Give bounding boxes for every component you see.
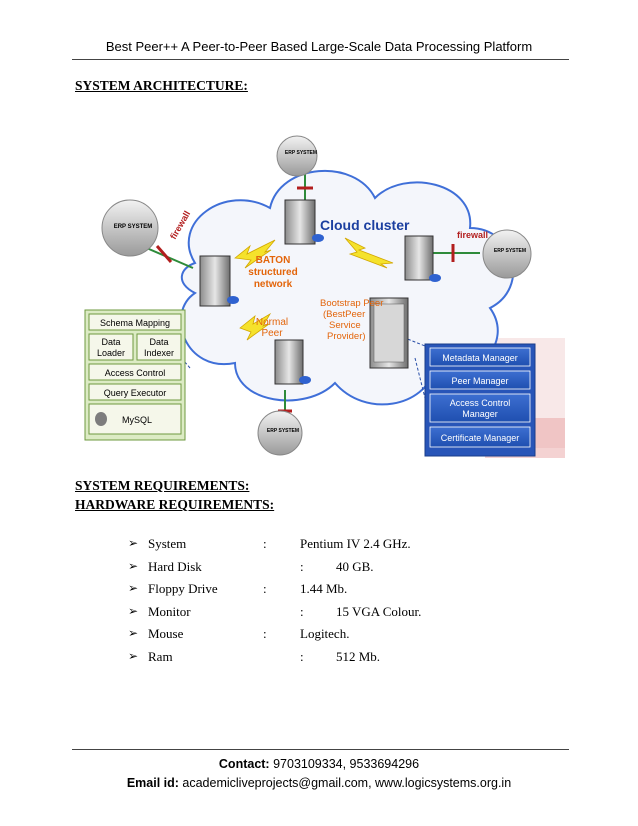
requirement-colon: : [300, 558, 304, 574]
email-value: academicliveprojects@gmail.com, www.logi… [178, 776, 512, 790]
firewall-left-bar [155, 245, 173, 263]
requirement-colon: : [263, 536, 267, 551]
contact-label: Contact: [218, 757, 270, 771]
requirement-colon: : [263, 581, 267, 597]
erp-bottom: ERP SYSTEM [257, 410, 303, 456]
contact-value: 9703109334, 9533694296 [269, 757, 420, 771]
header-rule [72, 59, 569, 60]
server-right [404, 235, 441, 282]
data-loader-label-1: Data [101, 337, 120, 347]
requirement-colon: : [300, 648, 304, 664]
lightning-right [344, 237, 394, 269]
requirement-row-mouse: ➢ Mouse : Logitech. [128, 626, 488, 649]
data-indexer-label-1: Data [149, 337, 168, 347]
svg-text:ERP SYSTEM: ERP SYSTEM [285, 150, 317, 156]
baton-label-2: structured [248, 267, 297, 278]
svg-text:ERP SYSTEM: ERP SYSTEM [114, 224, 153, 230]
requirement-value: Pentium IV 2.4 GHz. [300, 536, 411, 551]
server-left [199, 255, 239, 307]
requirements-heading: SYSTEM REQUIREMENTS: [75, 478, 250, 493]
lightning-top [234, 239, 276, 269]
bootstrap-label-1: Bootstrap Peer [320, 298, 383, 309]
requirement-name: System [148, 536, 187, 551]
erp-left: ERP SYSTEM [101, 199, 159, 257]
server-top [284, 199, 324, 245]
bootstrap-server [369, 297, 409, 369]
requirement-row-hard-disk: ➢ Hard Disk : 40 GB. [128, 559, 488, 582]
server-bottom [274, 339, 311, 385]
erp-top: ERP SYSTEM [276, 135, 318, 177]
svg-text:ERP SYSTEM: ERP SYSTEM [267, 428, 299, 434]
bootstrap-components-stack: Metadata Manager Peer Manager Access Con… [424, 343, 536, 457]
requirement-name: Mouse [148, 626, 184, 642]
arrow-bullet-icon: ➢ [128, 626, 139, 641]
schema-mapping-label: Schema Mapping [100, 318, 170, 328]
arrow-bullet-icon: ➢ [128, 648, 139, 663]
hardware-requirements-list: ➢ System : Pentium IV 2.4 GHz. ➢ Hard Di… [128, 536, 488, 672]
svg-text:ERP SYSTEM: ERP SYSTEM [494, 248, 526, 254]
requirement-row-floppy-drive: ➢ Floppy Drive : 1.44 Mb. [128, 581, 488, 604]
mysql-icon [95, 412, 107, 426]
cloud-cluster-label: Cloud cluster [320, 217, 410, 233]
data-indexer-label-2: Indexer [144, 348, 174, 358]
footer-contact: Contact: 9703109334, 9533694296 [0, 757, 638, 771]
normal-peer-label-2: Peer [261, 328, 283, 339]
access-control-manager-label-1: Access Control [450, 398, 511, 408]
architecture-heading: SYSTEM ARCHITECTURE: [75, 78, 248, 93]
hardware-heading: HARDWARE REQUIREMENTS: [75, 497, 275, 512]
requirement-row-system: ➢ System : Pentium IV 2.4 GHz. [128, 536, 488, 559]
requirement-colon: : [300, 603, 304, 619]
firewall-right-label: firewall [457, 230, 488, 240]
mysql-label: MySQL [122, 415, 152, 425]
normal-peer-label-1: Normal [256, 317, 288, 328]
data-loader-label-2: Loader [97, 348, 125, 358]
requirement-value: Logitech. [300, 626, 350, 642]
peer-components-stack: Schema Mapping Data Loader Data Indexer … [84, 309, 186, 441]
baton-label-3: network [254, 279, 293, 290]
requirement-colon: : [263, 626, 267, 642]
requirement-name: Hard Disk [148, 558, 202, 574]
requirement-name: Ram [148, 648, 173, 664]
page-header: Best Peer++ A Peer-to-Peer Based Large-S… [105, 39, 533, 54]
bootstrap-label-3: Service [329, 320, 361, 331]
lightning-bottom [239, 312, 272, 341]
access-control-label: Access Control [105, 368, 166, 378]
arrow-bullet-icon: ➢ [128, 581, 139, 596]
query-executor-label: Query Executor [104, 388, 167, 398]
requirement-name: Floppy Drive [148, 581, 218, 597]
architecture-diagram: ERP SYSTEM ERP SYSTEM ERP SYSTEM ERP SYS… [84, 135, 565, 458]
certificate-manager-label: Certificate Manager [441, 433, 520, 443]
footer-rule [72, 749, 569, 750]
metadata-manager-label: Metadata Manager [442, 353, 518, 363]
arrow-bullet-icon: ➢ [128, 603, 139, 618]
bootstrap-label-2: (BestPeer [323, 309, 365, 320]
erp-right: ERP SYSTEM [482, 229, 532, 279]
peer-manager-label: Peer Manager [451, 376, 508, 386]
email-label: Email id: [126, 776, 179, 790]
baton-label-1: BATON [256, 255, 291, 266]
requirement-row-ram: ➢ Ram : 512 Mb. [128, 649, 488, 672]
requirement-value: 1.44 Mb. [300, 581, 348, 597]
footer-email: Email id: academicliveprojects@gmail.com… [0, 776, 638, 790]
requirement-value: 40 GB. [336, 558, 374, 574]
requirement-row-monitor: ➢ Monitor : 15 VGA Colour. [128, 604, 488, 627]
bootstrap-label-4: Provider) [327, 331, 366, 342]
requirement-value: 512 Mb. [336, 648, 381, 664]
requirement-value: 15 VGA Colour. [336, 603, 422, 619]
arrow-bullet-icon: ➢ [128, 536, 139, 550]
requirement-name: Monitor [148, 603, 191, 619]
arrow-bullet-icon: ➢ [128, 558, 139, 573]
access-control-manager-label-2: Manager [462, 409, 498, 419]
